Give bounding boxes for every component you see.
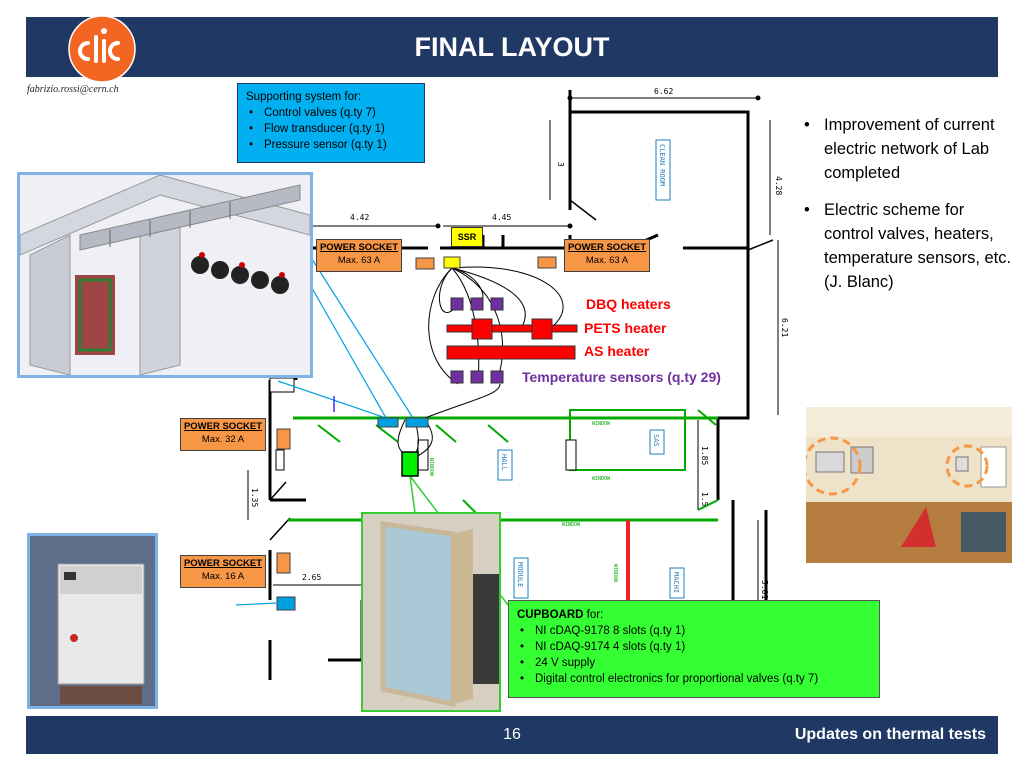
cupboard-photo xyxy=(361,512,501,712)
socket-rating: Max. 32 A xyxy=(201,434,245,445)
lab-image xyxy=(802,407,1012,563)
dim-1-5: 1.5 xyxy=(700,492,709,507)
support-render-image xyxy=(19,174,311,376)
pets-heater-bar xyxy=(446,324,578,333)
window-label: WINDOW xyxy=(592,476,611,482)
label-as-heater: AS heater xyxy=(584,343,650,359)
dbq-heater xyxy=(450,297,464,311)
support-item: Flow transducer (q.ty 1) xyxy=(246,121,416,137)
dim-5-01: 5.01 xyxy=(760,580,769,599)
label-pets-heater: PETS heater xyxy=(584,320,667,336)
support-3d-render xyxy=(17,172,313,378)
cupboard-title-bold: CUPBOARD xyxy=(517,609,584,621)
power-socket-2: POWER SOCKET Max. 63 A xyxy=(564,239,650,272)
socket-label: POWER SOCKET xyxy=(319,242,399,253)
socket-rating: Max. 63 A xyxy=(585,255,629,266)
cupboard-item: 24 V supply xyxy=(517,655,871,671)
note-item: Improvement of current electric network … xyxy=(800,113,1014,185)
title-bar xyxy=(26,17,998,77)
cupboard-title: CUPBOARD for: xyxy=(517,607,871,623)
socket-marker xyxy=(415,257,435,270)
note-item: Electric scheme for control valves, heat… xyxy=(800,198,1014,294)
dim-3: 3 xyxy=(556,162,565,167)
socket-rating: Max. 63 A xyxy=(337,255,381,266)
cupboard-item: NI cDAQ-9178 8 slots (q.ty 1) xyxy=(517,623,871,639)
footer-title: Updates on thermal tests xyxy=(794,726,986,743)
dim-4-45: 4.45 xyxy=(492,213,511,222)
power-socket-4: POWER SOCKET Max. 16 A xyxy=(180,555,266,588)
socket-label: POWER SOCKET xyxy=(183,558,263,569)
dim-1-85: 1.85 xyxy=(700,446,709,465)
clic-logo xyxy=(68,15,136,83)
cupboard-box: CUPBOARD for: NI cDAQ-9178 8 slots (q.ty… xyxy=(508,600,880,698)
room-clean-room: CLEAN ROOM xyxy=(658,144,666,186)
ssr-label: SSR xyxy=(451,227,483,247)
switch-panel xyxy=(565,439,577,471)
switch-panel xyxy=(275,449,285,471)
power-socket-3: POWER SOCKET Max. 32 A xyxy=(180,418,266,451)
cupboard-image xyxy=(363,514,499,710)
dbq-heater xyxy=(490,297,504,311)
dim-6-21: 6.21 xyxy=(780,318,789,337)
temp-sensor xyxy=(470,370,484,384)
window-label: WINDOW xyxy=(592,421,611,427)
socket-rating: Max. 16 A xyxy=(201,571,245,582)
valve-box xyxy=(405,417,429,428)
author-email: fabrizio.rossi@cern.ch xyxy=(27,84,119,95)
temp-sensor xyxy=(490,370,504,384)
cupboard-marker xyxy=(401,451,419,477)
wall-box xyxy=(269,377,295,393)
cupboard-item: NI cDAQ-9174 4 slots (q.ty 1) xyxy=(517,639,871,655)
window-label: WINDOW xyxy=(612,564,618,583)
room-module: MODULE xyxy=(516,562,524,587)
dbq-heater xyxy=(470,297,484,311)
as-heater xyxy=(446,345,576,360)
temp-sensor xyxy=(450,370,464,384)
window-label: WINDOW xyxy=(562,522,581,528)
valve-box xyxy=(276,596,296,611)
room-sas: SAS xyxy=(652,434,660,447)
support-title: Supporting system for: xyxy=(246,91,362,103)
socket-label: POWER SOCKET xyxy=(183,421,263,432)
chiller-image xyxy=(30,536,155,706)
label-dbq-heaters: DBQ heaters xyxy=(586,296,671,312)
cupboard-item: Digital control electronics for proporti… xyxy=(517,671,871,687)
window-label: WINDOW xyxy=(428,458,434,477)
ssr-marker xyxy=(443,256,461,269)
socket-marker xyxy=(276,428,291,450)
dim-4-42: 4.42 xyxy=(350,213,369,222)
label-temperature-sensors: Temperature sensors (q.ty 29) xyxy=(522,369,721,385)
dim-4-28: 4.28 xyxy=(774,176,783,195)
dim-1-35: 1.35 xyxy=(250,488,259,507)
valve-box xyxy=(377,417,399,428)
dim-2-65: 2.65 xyxy=(302,573,321,582)
slide-title: FINAL LAYOUT xyxy=(414,32,610,62)
power-socket-1: POWER SOCKET Max. 63 A xyxy=(316,239,402,272)
socket-marker xyxy=(537,256,557,269)
supporting-system-box: Supporting system for: Control valves (q… xyxy=(237,83,425,163)
support-item: Pressure sensor (q.ty 1) xyxy=(246,137,416,153)
socket-label: POWER SOCKET xyxy=(567,242,647,253)
room-machine: MACHI xyxy=(672,572,680,593)
socket-marker xyxy=(276,552,291,574)
support-item: Control valves (q.ty 7) xyxy=(246,105,416,121)
cupboard-title-rest: for: xyxy=(583,609,604,621)
pets-heater xyxy=(531,318,553,340)
pets-heater xyxy=(471,318,493,340)
footer-bar xyxy=(26,716,998,754)
lab-photo xyxy=(802,407,1012,563)
page-number: 16 xyxy=(503,726,521,743)
dim-width: 6.62 xyxy=(654,87,673,96)
chiller-photo xyxy=(27,533,158,709)
room-hall: HALL xyxy=(500,454,508,471)
notes-list: Improvement of current electric network … xyxy=(800,113,1014,307)
